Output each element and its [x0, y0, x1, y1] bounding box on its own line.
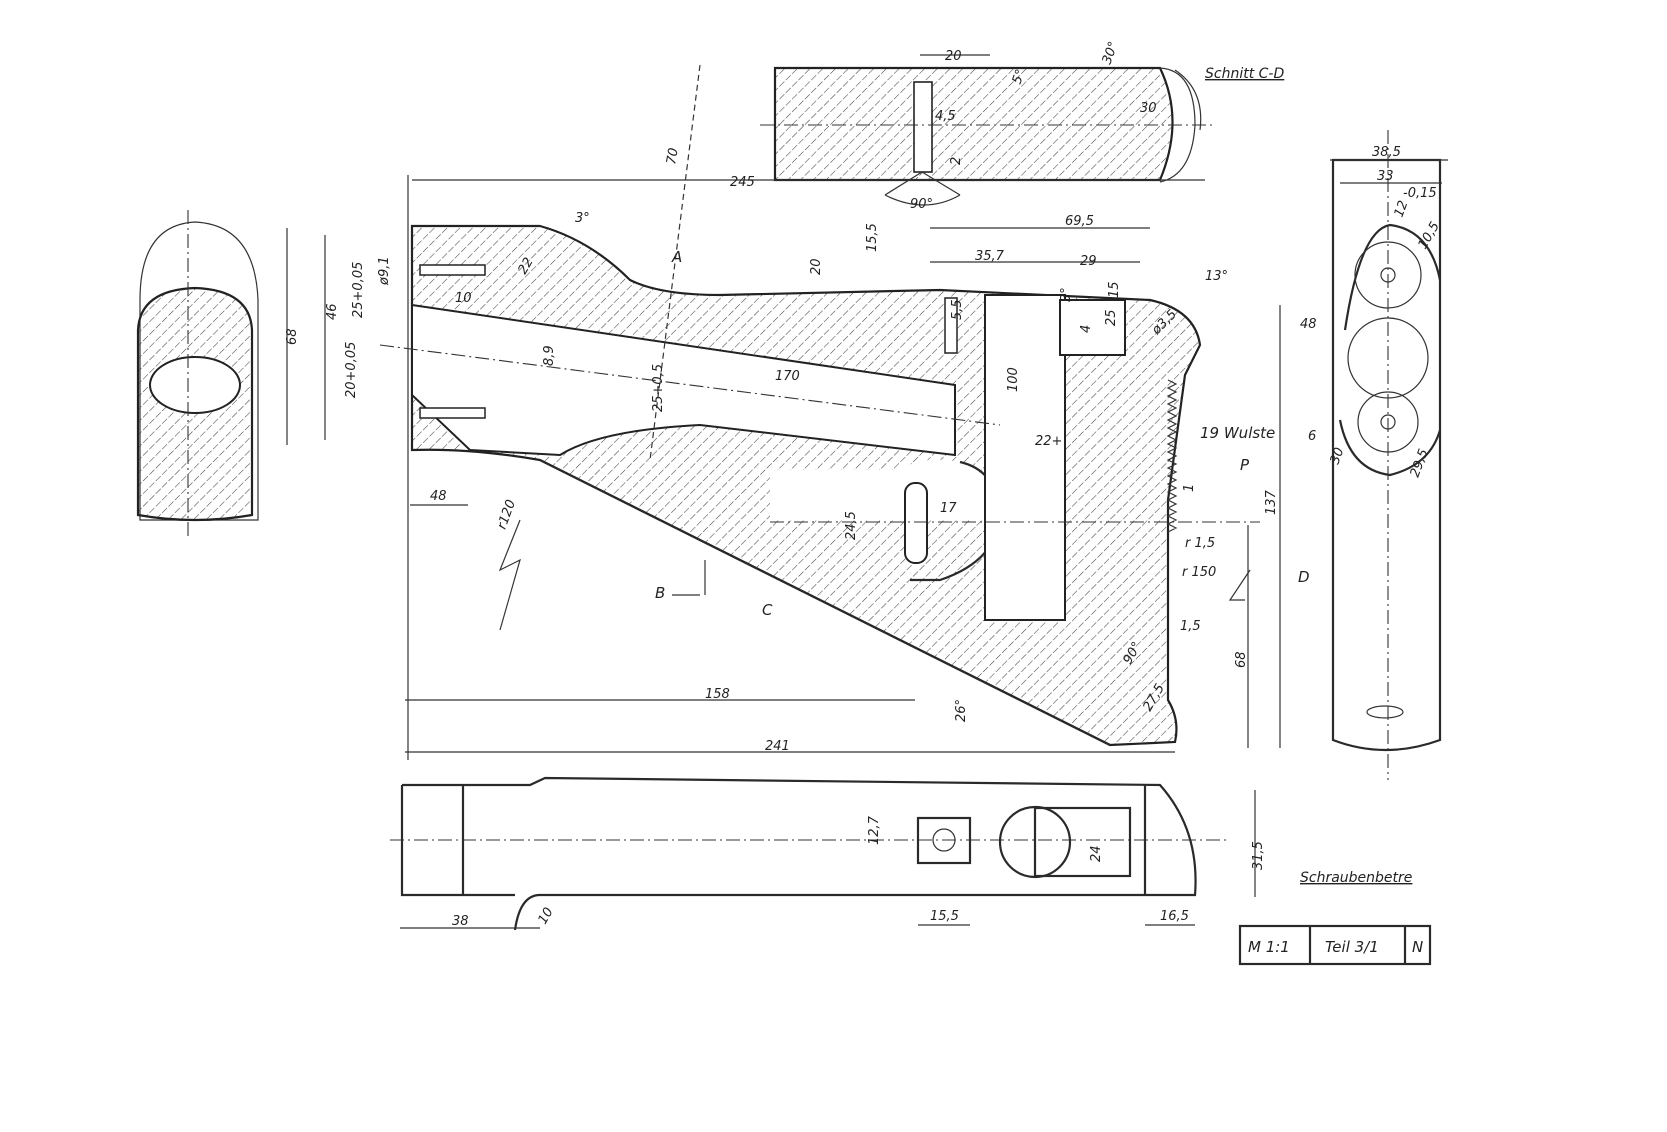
- section-marker: D: [1298, 568, 1310, 586]
- dimension-label: 70: [664, 147, 682, 166]
- dimension-label: -0,15: [1403, 186, 1437, 201]
- dimension-label: 12,7: [867, 815, 882, 845]
- title-block: [1238, 924, 1432, 966]
- dimension-label: 31,5: [1251, 841, 1266, 870]
- dimension-label: 35,7: [975, 249, 1005, 264]
- dimension-label: 38,5: [1372, 145, 1401, 160]
- dimension-label: 24: [1089, 845, 1104, 862]
- section-marker: A: [671, 248, 682, 266]
- dimension-label: 10: [455, 291, 472, 306]
- dimension-label: 90°: [910, 197, 933, 212]
- dimension-label: 2: [949, 157, 964, 165]
- dimension-label: 3°: [1059, 287, 1074, 302]
- plan-view: [390, 776, 1256, 931]
- dimension-label: 1: [1182, 484, 1197, 492]
- scale-label: M 1:1: [1248, 938, 1290, 956]
- dimension-label: 29: [1080, 254, 1097, 269]
- section-marker: C: [762, 601, 773, 619]
- dimension-label: 26°: [954, 699, 969, 722]
- dimension-label: 22+: [1035, 434, 1062, 449]
- dimension-label: 25+0,05: [351, 262, 366, 318]
- dimension-label: 25: [1104, 309, 1119, 326]
- dimension-label: ø9,1: [377, 256, 392, 286]
- left-cross-section: [136, 210, 259, 540]
- dimension-label: 24,5: [844, 511, 859, 540]
- dimension-label: 30: [1140, 101, 1157, 116]
- part-label: Teil 3/1: [1325, 938, 1379, 956]
- dimension-label: 20+0,05: [344, 342, 359, 398]
- dimension-label: 137: [1264, 489, 1279, 515]
- dimension-label: 15,5: [930, 909, 959, 924]
- dimension-label: 3°: [575, 211, 590, 226]
- dimension-label: 33: [1377, 169, 1394, 184]
- dimension-label: r120: [495, 498, 519, 531]
- dimension-label: 17: [940, 501, 957, 516]
- dimension-label: 4,5: [935, 109, 956, 124]
- dimension-label: 68: [1234, 651, 1249, 668]
- dimension-label: 5,5: [950, 299, 965, 320]
- dimension-label: 20: [809, 258, 824, 275]
- dimension-label: 241: [765, 739, 790, 754]
- dimension-label: 20: [945, 49, 962, 64]
- dimension-label: 10,5: [1415, 219, 1442, 252]
- dimension-label: 158: [705, 687, 730, 702]
- dimension-label: 15,5: [865, 223, 880, 252]
- dimension-label: 46: [325, 303, 340, 320]
- end-view: [1330, 130, 1448, 780]
- section-c-d: [760, 54, 1215, 206]
- dimension-label: 25+0,5: [651, 364, 666, 412]
- dimension-label: 4: [1079, 325, 1094, 333]
- dimension-label: 12: [1392, 199, 1412, 220]
- dimension-label: 30°: [1100, 40, 1122, 67]
- dimension-label: 6: [1308, 429, 1316, 444]
- dimension-label: 1,5: [1180, 619, 1201, 634]
- dimension-label: 170: [775, 369, 800, 384]
- dimension-label: 13°: [1205, 269, 1228, 284]
- dimension-label: 100: [1006, 367, 1021, 392]
- drawing-subtitle: Schraubenbetre: [1300, 870, 1412, 886]
- dimension-label: 16,5: [1160, 909, 1189, 924]
- dimension-label: 10: [535, 905, 556, 927]
- dimension-label: 48: [1300, 317, 1317, 332]
- dimension-label: r 150: [1182, 565, 1216, 580]
- section-title: Schnitt C-D: [1205, 66, 1284, 82]
- dimension-label: 30: [1328, 446, 1348, 467]
- dimension-label: 29,5: [1408, 447, 1432, 479]
- dimension-label: 69,5: [1065, 214, 1094, 229]
- side-view: [286, 64, 1281, 760]
- dimension-label: 22: [515, 255, 536, 277]
- dimension-label: 48: [430, 489, 447, 504]
- dimension-label: 15: [1107, 281, 1122, 298]
- dimension-label: 5°: [1010, 67, 1029, 86]
- number-label: N: [1412, 938, 1423, 956]
- dimension-label: 68: [285, 328, 300, 345]
- dimension-label: 38: [452, 914, 469, 929]
- feature-note: 19 Wulste: [1200, 424, 1275, 442]
- section-marker: B: [655, 584, 665, 602]
- dimension-label: 245: [730, 175, 755, 190]
- dimension-label: 8,9: [542, 345, 557, 366]
- section-marker: P: [1240, 456, 1250, 474]
- dimension-label: r 1,5: [1185, 536, 1215, 551]
